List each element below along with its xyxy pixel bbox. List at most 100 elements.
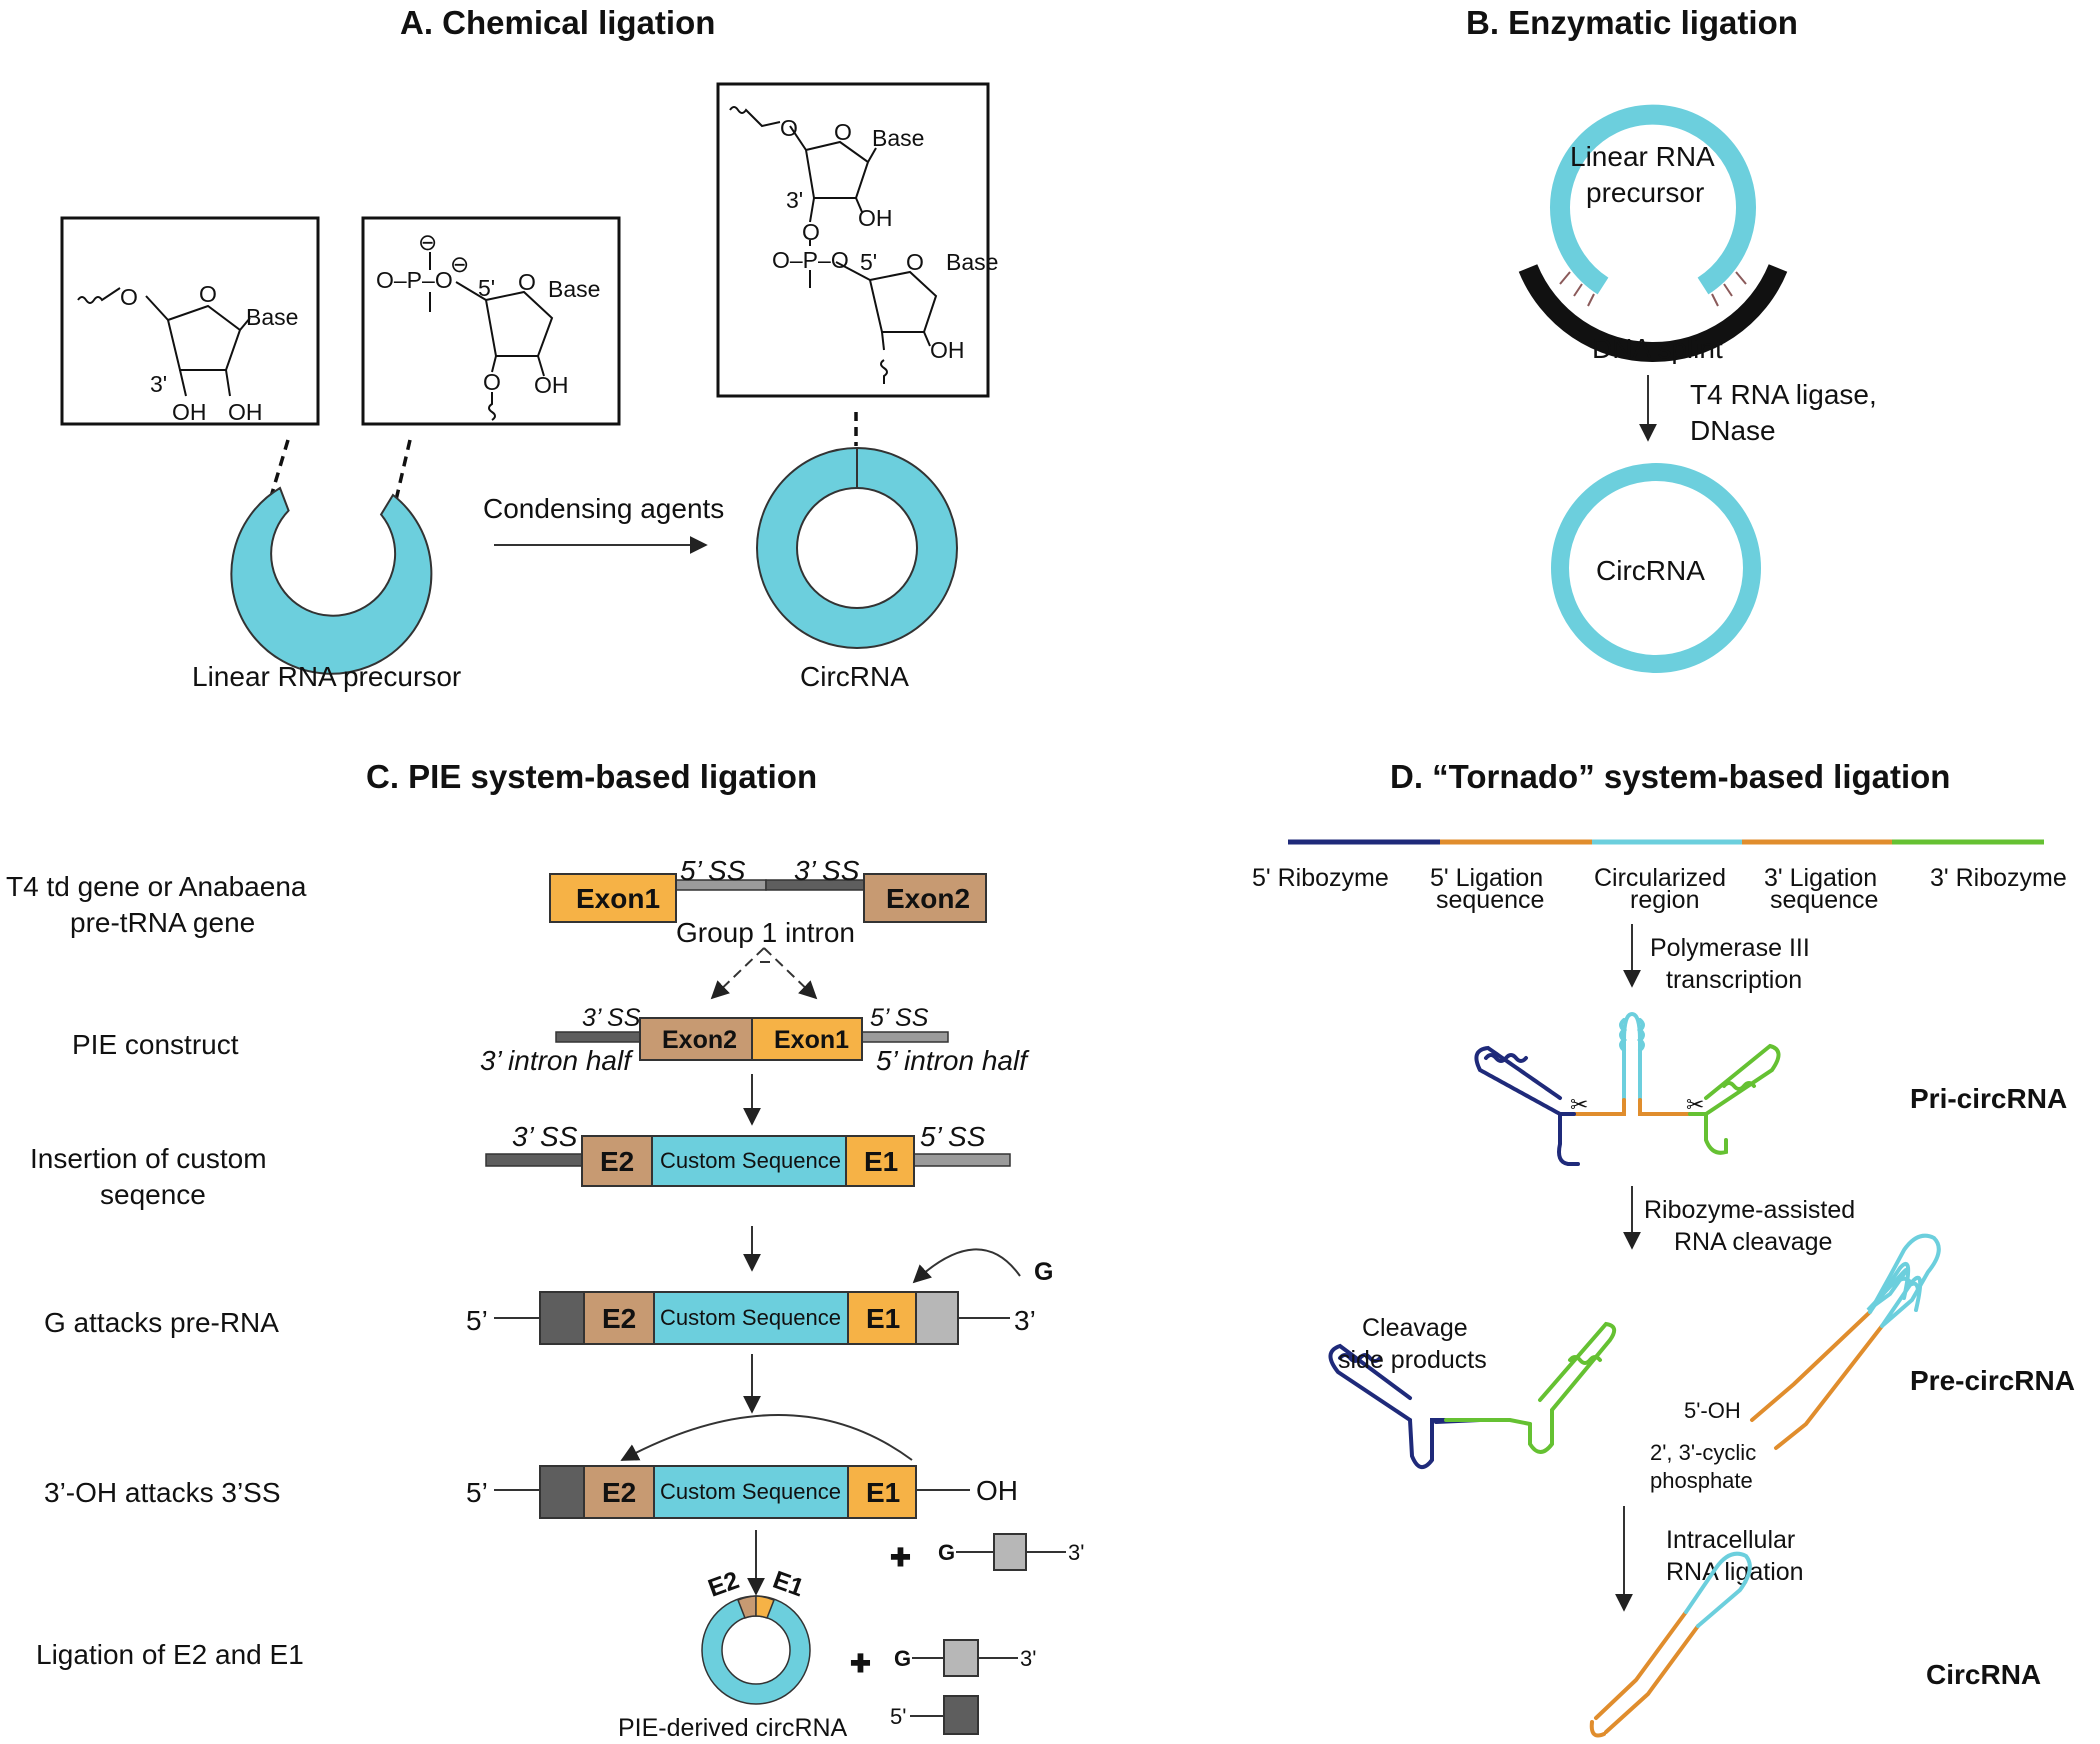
step1-label-2: transcription bbox=[1666, 966, 1802, 994]
chem-box-2-frame bbox=[361, 216, 621, 426]
cyclic-label-1: 2', 3'-cyclic bbox=[1650, 1440, 1756, 1465]
custom-seq-label-r3: Custom Sequence bbox=[660, 1148, 841, 1173]
chem-box-1-frame bbox=[60, 216, 320, 426]
three-intron-half: 3’ intron half bbox=[480, 1045, 634, 1076]
exon1-box-r2 bbox=[751, 1017, 863, 1061]
pie-circrna-label: PIE-derived circRNA bbox=[618, 1714, 848, 1742]
linear-rna-precursor-open-ring bbox=[230, 486, 433, 675]
row6-label: Ligation of E2 and E1 bbox=[36, 1639, 304, 1670]
chem-box-3: O O Base 3' OH O O–P–O 5' O Base OH bbox=[716, 82, 998, 398]
chem2-oh: OH bbox=[534, 372, 569, 398]
exon1-label-r2: Exon1 bbox=[774, 1026, 849, 1054]
three-ss-r3: 3’ SS bbox=[512, 1121, 578, 1152]
chem2-phosphate: O–P–O bbox=[376, 267, 453, 293]
ring-b-label-2: precursor bbox=[1586, 177, 1704, 208]
chem3-phos: O–P–O bbox=[772, 247, 849, 273]
panel-b: B. Enzymatic ligation Linear RNA precurs… bbox=[1466, 4, 1877, 673]
e2-box-r3 bbox=[581, 1135, 653, 1187]
e1-label-r3: E1 bbox=[864, 1146, 898, 1177]
g-r6: G bbox=[894, 1646, 911, 1671]
row6-ligation: E2 E1 PIE-derived circRNA ✚ G 3' 5' bbox=[618, 1566, 1036, 1742]
chem1-o-side: O bbox=[120, 284, 138, 310]
seg-label-lig5-2: sequence bbox=[1436, 886, 1544, 914]
e1-arc bbox=[755, 1595, 775, 1619]
exon2-box-r2 bbox=[639, 1017, 753, 1061]
row2-label: PIE construct bbox=[72, 1029, 239, 1060]
e1-label-r5: E1 bbox=[866, 1477, 900, 1508]
pri-circrna-structure bbox=[1474, 1011, 1781, 1166]
pre-circrna-structure bbox=[1750, 1261, 1923, 1450]
custom-seq-box-r3 bbox=[651, 1135, 847, 1187]
cyclic-label-2: phosphate bbox=[1650, 1468, 1753, 1493]
chem3-oh2: OH bbox=[930, 337, 965, 363]
chem-box-2: O–P–O ⊖ ⊖ 5' O Base O OH bbox=[361, 216, 621, 426]
e2-label-r4: E2 bbox=[602, 1303, 636, 1334]
oh-end-r5: OH bbox=[976, 1475, 1018, 1506]
split-arrow-right bbox=[763, 947, 818, 1000]
custom-seq-label-r4: Custom Sequence bbox=[660, 1305, 841, 1330]
exon2-label-r1: Exon2 bbox=[886, 883, 970, 914]
pre-circrna-hairpin-outline bbox=[1868, 1233, 1941, 1328]
ring-b-label-1: Linear RNA bbox=[1570, 141, 1715, 172]
circrna-ring-b bbox=[1551, 463, 1761, 673]
e1-box-r4 bbox=[847, 1291, 917, 1345]
circrna-label-b: CircRNA bbox=[1596, 555, 1705, 586]
e1-box-r3 bbox=[845, 1135, 915, 1187]
exon2-box-r1 bbox=[863, 873, 987, 923]
five-end-r5: 5’ bbox=[466, 1477, 488, 1508]
seg-label-ribozyme5: 5' Ribozyme bbox=[1252, 864, 1389, 892]
side-products-label-1: Cleavage bbox=[1362, 1314, 1468, 1342]
exon2-label-r2: Exon2 bbox=[662, 1026, 737, 1054]
row5-oh-attack: 5’ E2 Custom Sequence E1 OH ✚ G 3' bbox=[466, 1414, 1084, 1572]
chem1-oh2: OH bbox=[228, 399, 263, 425]
chem3-5prime: 5' bbox=[860, 249, 877, 275]
e2-box-r4 bbox=[583, 1291, 655, 1345]
seg-label-ribozyme3: 3' Ribozyme bbox=[1930, 864, 2067, 892]
circrna-ring-a bbox=[757, 448, 957, 648]
five-ss-r1: 5’ SS bbox=[680, 855, 746, 886]
chem-box-3-frame bbox=[716, 82, 990, 398]
circrna-label-d: CircRNA bbox=[1926, 1659, 2041, 1690]
step1-label-1: Polymerase III bbox=[1650, 934, 1810, 962]
row4-g-attack: 5’ E2 Custom Sequence E1 3’ G bbox=[466, 1248, 1053, 1345]
chem2-minus-1: ⊖ bbox=[418, 229, 437, 255]
e2-label-r5: E2 bbox=[602, 1477, 636, 1508]
row1-label-2: pre-tRNA gene bbox=[70, 907, 255, 938]
three-r6: 3' bbox=[1020, 1646, 1036, 1671]
seg-label-lig5-1: 5' Ligation bbox=[1430, 864, 1543, 892]
splint-base-pairs bbox=[1559, 271, 1747, 307]
chem3-oh1: OH bbox=[858, 205, 893, 231]
step-b-line1: T4 RNA ligase, bbox=[1690, 379, 1877, 410]
custom-seq-label-r5: Custom Sequence bbox=[660, 1479, 841, 1504]
three-ss-r1: 3’ SS bbox=[794, 855, 860, 886]
chem1-base: Base bbox=[246, 304, 298, 330]
row3-label-1: Insertion of custom bbox=[30, 1143, 267, 1174]
e1-box-r5 bbox=[847, 1465, 917, 1519]
chem3-o-ring2: O bbox=[906, 249, 924, 275]
e2-label-r3: E2 bbox=[600, 1146, 634, 1177]
group1-intron-label: Group 1 intron bbox=[676, 917, 855, 948]
chem1-o-ring: O bbox=[199, 281, 217, 307]
chem3-base1: Base bbox=[872, 125, 924, 151]
pie-circrna-ring bbox=[702, 1596, 810, 1704]
e2-label-ring: E2 bbox=[704, 1566, 742, 1603]
row4-label: G attacks pre-RNA bbox=[44, 1307, 279, 1338]
chem2-base: Base bbox=[548, 276, 600, 302]
oh-attack-arrow bbox=[620, 1414, 913, 1461]
chem3-o-mid: O bbox=[802, 219, 820, 245]
e1-label-r4: E1 bbox=[866, 1303, 900, 1334]
g-label-r4: G bbox=[1034, 1258, 1053, 1286]
step3-label-2: RNA ligation bbox=[1666, 1558, 1804, 1586]
row1-gene: Exon1 Exon2 5’ SS 3’ SS Group 1 intron bbox=[549, 855, 987, 1000]
three-end-r4: 3’ bbox=[1014, 1305, 1036, 1336]
dna-splint-label: DNA splint bbox=[1592, 333, 1723, 364]
custom-seq-box-r5 bbox=[653, 1465, 849, 1519]
panel-d: D. “Tornado” system-based ligation 5' Ri… bbox=[1252, 758, 2075, 1738]
exon1-label-r1: Exon1 bbox=[576, 883, 660, 914]
g-attack-arrow bbox=[912, 1248, 1021, 1284]
linear-rna-ring-b bbox=[1550, 104, 1756, 295]
row3-label-2: seqence bbox=[100, 1179, 206, 1210]
chem2-o-low: O bbox=[483, 369, 501, 395]
